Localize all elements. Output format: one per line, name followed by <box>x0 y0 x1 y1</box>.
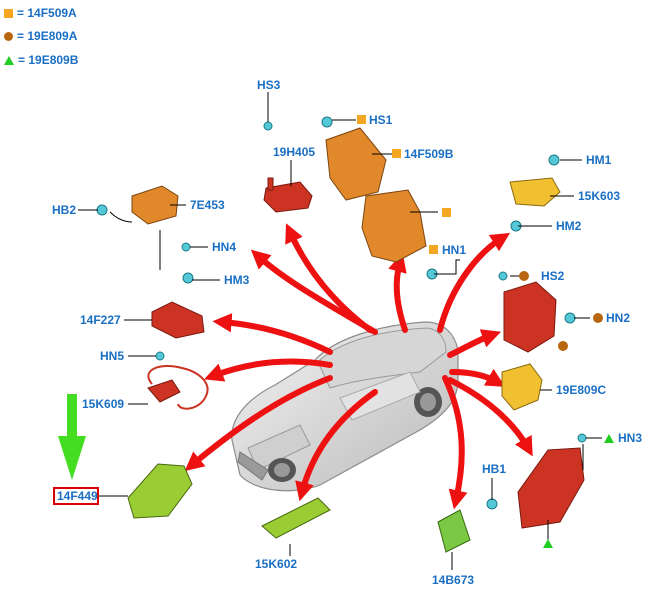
label-15k603: 15K603 <box>578 189 620 203</box>
label-hm2: HM2 <box>556 219 582 233</box>
square-icon <box>4 8 13 18</box>
pointer-arrows <box>184 223 533 510</box>
label-hs2: HS2 <box>541 269 565 283</box>
arrow-to-7e453 <box>250 249 378 335</box>
marker-square-hn1 <box>429 245 438 254</box>
marker-circle-rear <box>558 341 568 351</box>
highlight-box <box>53 487 99 505</box>
fastener-hn3 <box>577 433 587 443</box>
arrow-to-14f449 <box>184 375 333 472</box>
module-14f449[interactable] <box>127 463 193 519</box>
fastener-hn5 <box>155 351 165 361</box>
module-7e453[interactable] <box>131 185 179 225</box>
leader-lines <box>78 92 602 570</box>
label-14f227: 14F227 <box>80 313 121 327</box>
arrow-to-hs2-module <box>447 329 502 358</box>
label-hn1: HN1 <box>442 243 466 257</box>
fastener-hb1 <box>486 498 498 510</box>
ref-markers <box>357 115 614 548</box>
module-19h405[interactable] <box>263 177 313 213</box>
legend-text-14f509a: = 14F509A <box>17 6 77 20</box>
label-hn5: HN5 <box>100 349 124 363</box>
marker-triangle-bottom <box>543 539 553 548</box>
fastener-hn4 <box>181 242 191 252</box>
label-7e453: 7E453 <box>190 198 225 212</box>
arrow-to-19e809c <box>449 368 506 387</box>
module-15k603[interactable] <box>509 177 561 207</box>
bracket-rear-right[interactable] <box>517 447 585 529</box>
legend-item-14f509a: = 14F509A <box>4 6 77 20</box>
fasteners <box>96 116 587 510</box>
label-hb1: HB1 <box>482 462 506 476</box>
legend-item-19e809a: = 19E809A <box>4 29 77 43</box>
module-19e809c[interactable] <box>501 363 543 411</box>
label-hs3: HS3 <box>257 78 281 92</box>
marker-circle-hn2 <box>593 313 603 323</box>
label-hn3: HN3 <box>618 431 642 445</box>
fastener-hs1 <box>321 116 333 128</box>
arrow-to-14b673 <box>442 375 468 510</box>
arrow-to-14f227 <box>212 313 333 355</box>
label-hm3: HM3 <box>224 273 250 287</box>
module-rear-red[interactable] <box>503 281 557 353</box>
label-14f449: 14F449 <box>57 489 98 503</box>
label-14f509b: 14F509B <box>404 147 454 161</box>
arrow-to-rear-bracket <box>447 377 533 457</box>
fastener-hm1 <box>548 154 560 166</box>
fastener-hs3 <box>263 121 273 131</box>
label-15k609: 15K609 <box>82 397 124 411</box>
label-hs1: HS1 <box>369 113 393 127</box>
part-labels: HS3 19H405 HS1 14F509B HM1 15K603 HM2 HB… <box>52 78 642 587</box>
label-hm1: HM1 <box>586 153 612 167</box>
label-hn2: HN2 <box>606 311 630 325</box>
marker-square-hs1 <box>357 115 366 124</box>
label-19e809c: 19E809C <box>556 383 606 397</box>
fastener-hm3 <box>182 272 194 284</box>
circle-icon <box>4 31 13 41</box>
module-15k609[interactable] <box>147 365 209 410</box>
highlight-arrow <box>58 394 86 480</box>
marker-square-14f509b <box>392 149 401 158</box>
marker-square-bracket <box>442 208 451 217</box>
legend-item-19e809b: = 19E809B <box>4 53 78 67</box>
label-14b673: 14B673 <box>432 573 474 587</box>
arrow-to-19h405 <box>285 223 373 333</box>
vehicle-illustration <box>231 321 459 492</box>
arrow-to-15k609 <box>204 358 333 382</box>
label-hb2: HB2 <box>52 203 76 217</box>
bracket-14f509b[interactable] <box>325 127 427 263</box>
marker-triangle-hn3 <box>604 434 614 443</box>
module-14b673[interactable] <box>437 509 471 553</box>
label-hn4: HN4 <box>212 240 236 254</box>
label-15k602: 15K602 <box>255 557 297 571</box>
arrow-to-15k603 <box>437 232 511 333</box>
module-14f227[interactable] <box>151 301 205 339</box>
arrow-to-15k602 <box>295 389 378 502</box>
legend-text-19e809a: = 19E809A <box>17 29 78 43</box>
fastener-hn2 <box>564 312 576 324</box>
marker-circle-hs2 <box>519 271 529 281</box>
fastener-hb2 <box>96 204 108 216</box>
legend-text-19e809b: = 19E809B <box>18 53 79 67</box>
arrow-to-14f509b <box>388 252 408 333</box>
fastener-hs2 <box>498 271 508 281</box>
label-19h405: 19H405 <box>273 145 315 159</box>
triangle-icon <box>4 55 14 65</box>
module-15k602[interactable] <box>261 497 331 539</box>
